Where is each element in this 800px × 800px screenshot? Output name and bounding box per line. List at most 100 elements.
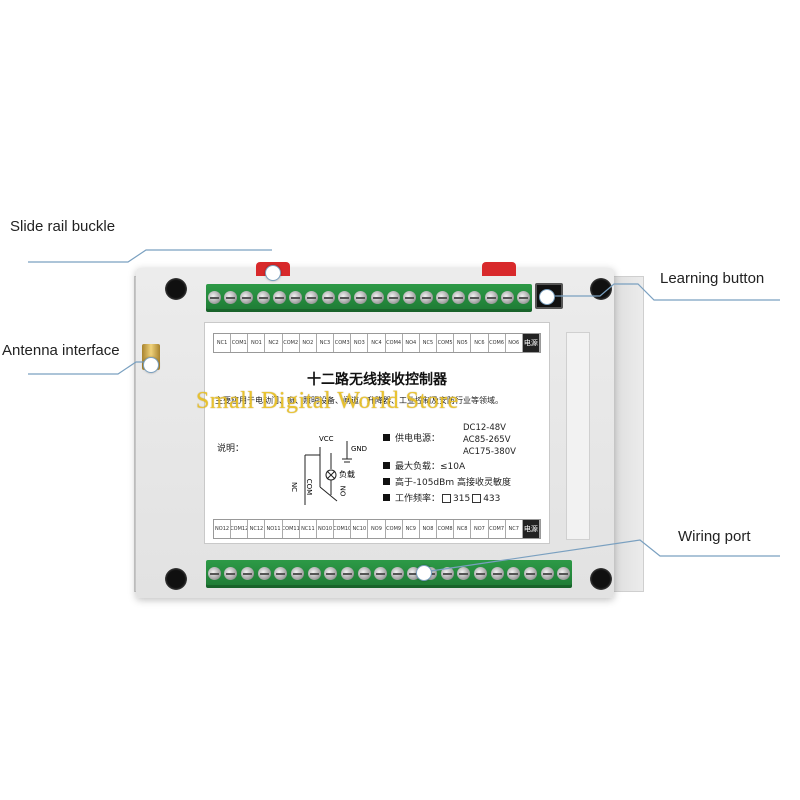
pin-label: NC9 (403, 520, 420, 538)
sticker-description: 主要应用于电动门、窗、照明设备、闸道、升降器、工业控制及安防行业等领域。 (215, 396, 503, 405)
pin-label: NO8 (420, 520, 438, 538)
pin-label: COM5 (437, 334, 455, 352)
callout-learning-button: Learning button (660, 270, 765, 287)
terminal-screw (338, 291, 352, 304)
pin-label: COM8 (437, 520, 455, 538)
terminal-screw (386, 291, 400, 304)
terminal-screw (307, 567, 321, 580)
pin-label: NC12 (248, 520, 266, 538)
terminal-screw (507, 567, 521, 580)
pin-label: NO7 (471, 520, 489, 538)
terminal-screw (435, 291, 449, 304)
pin-label: COM11 (283, 520, 300, 538)
pin-label: NC7 (506, 520, 523, 538)
pin-label: COM3 (334, 334, 352, 352)
sticker-title: 十二路无线接收控制器 (307, 372, 447, 388)
terminal-screw (224, 567, 238, 580)
pin-label: NO10 (317, 520, 335, 538)
callout-wiring-port: Wiring port (678, 528, 751, 545)
wiring-label-nc: NC (290, 481, 299, 493)
terminal-screw (484, 291, 498, 304)
pin-label: NC5 (420, 334, 438, 352)
terminal-strip-bottom (206, 560, 572, 588)
marker-antenna (143, 357, 159, 373)
pin-label: NC1 (214, 334, 232, 352)
pin-label: NC6 (471, 334, 489, 352)
spec-power: 供电电源： (383, 431, 440, 444)
terminal-screw (440, 567, 454, 580)
mount-hole-bottom-left (165, 568, 187, 590)
voltage-option-2: AC85-265V (463, 435, 511, 445)
terminal-screw (274, 567, 288, 580)
mount-hole-top-left (165, 278, 187, 300)
pin-label: NC8 (454, 520, 472, 538)
marker-slide-rail (265, 265, 281, 281)
pin-label: COM2 (283, 334, 300, 352)
pin-label: NO3 (351, 334, 369, 352)
slide-rail-clip-right (482, 262, 516, 276)
terminal-screw (305, 291, 319, 304)
terminal-screw (419, 291, 433, 304)
pin-label: COM1 (231, 334, 249, 352)
wiring-label-com: COM (305, 478, 314, 496)
terminal-screw (240, 291, 254, 304)
spec-load: 最大负载：≤10A (383, 459, 465, 472)
pin-label: NC4 (368, 334, 386, 352)
side-slot (566, 332, 590, 540)
terminal-screw (452, 291, 466, 304)
terminal-screw (370, 291, 384, 304)
terminal-screw (540, 567, 554, 580)
mount-hole-top-right (590, 278, 612, 300)
sticker-note: 说明： (217, 444, 245, 454)
wiring-label-gnd: GND (351, 445, 368, 453)
terminal-screw (207, 291, 221, 304)
marker-wiring-port (416, 565, 432, 581)
terminal-screw (474, 567, 487, 580)
terminal-screw (357, 567, 371, 580)
terminal-screw (223, 291, 237, 304)
marker-learning-button (539, 289, 555, 305)
terminal-screw (272, 291, 286, 304)
mount-hole-bottom-right (590, 568, 612, 590)
pin-label: NO11 (265, 520, 283, 538)
terminal-strip-top (206, 284, 532, 312)
pin-label: COM10 (334, 520, 352, 538)
pin-label-power: 电源 (522, 520, 540, 538)
spec-sensitivity: 高于-105dBm 高接收灵敏度 (383, 475, 511, 488)
pin-label: NO12 (214, 520, 232, 538)
pin-label: COM4 (386, 334, 403, 352)
pin-label: COM7 (489, 520, 506, 538)
terminal-screw (241, 567, 255, 580)
terminal-screw (289, 291, 303, 304)
voltage-option-3: AC175-380V (463, 447, 516, 457)
pin-label: COM6 (489, 334, 506, 352)
terminal-screw (457, 567, 471, 580)
pin-label: NC10 (351, 520, 369, 538)
terminal-screw (490, 567, 504, 580)
callout-slide-rail-buckle: Slide rail buckle (10, 218, 116, 235)
terminal-screw (354, 291, 368, 304)
terminal-screw (324, 567, 338, 580)
terminal-screw (256, 291, 270, 304)
voltage-option-1: DC12-48V (463, 423, 506, 433)
wiring-label-load: 负载 (339, 470, 355, 479)
pin-label: NO6 (506, 334, 523, 352)
pin-label: NO9 (368, 520, 386, 538)
pin-label: NO2 (300, 334, 317, 352)
pin-label: COM12 (231, 520, 249, 538)
terminal-screw (207, 567, 221, 580)
terminal-screw (501, 291, 515, 304)
terminal-screw (557, 567, 571, 580)
terminal-screw (257, 567, 271, 580)
terminal-screw (321, 291, 335, 304)
wiring-diagram (304, 441, 352, 505)
enclosure-flange-right (612, 276, 644, 592)
pin-label: NO5 (454, 334, 472, 352)
pin-label: COM9 (386, 520, 403, 538)
wiring-label-vcc: VCC (319, 435, 334, 443)
